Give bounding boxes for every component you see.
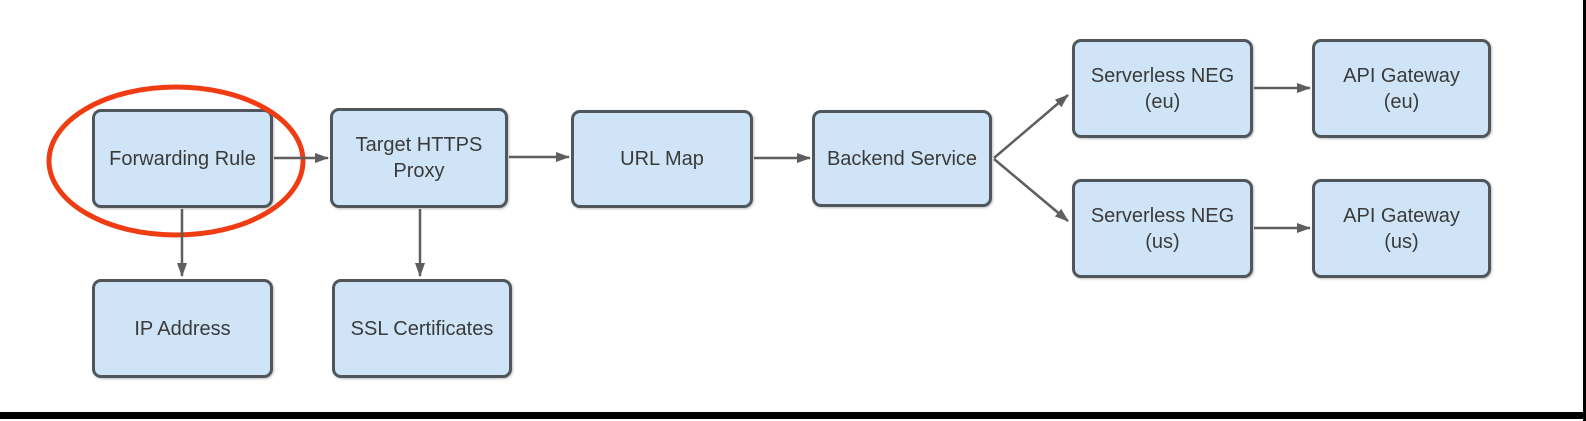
node-serverless-neg-eu: Serverless NEG (eu) [1072,39,1253,138]
node-ip-address: IP Address [92,279,273,378]
edge-backend-service-to-serverless-neg-us [993,158,1069,222]
node-target-https-proxy: Target HTTPS Proxy [330,108,508,208]
window-bottom-border [0,412,1586,419]
node-api-gateway-us-label: API Gateway (us) [1343,204,1460,253]
node-serverless-neg-us-label: Serverless NEG (us) [1090,204,1235,253]
node-serverless-neg-eu-label: Serverless NEG (eu) [1090,64,1235,113]
node-serverless-neg-us: Serverless NEG (us) [1072,179,1253,278]
node-ip-address-label: IP Address [134,317,231,340]
window-right-border [1583,0,1586,421]
node-ssl-certificates-label: SSL Certificates [350,317,494,340]
node-target-https-proxy-label: Target HTTPS Proxy [355,134,483,182]
edge-backend-service-to-serverless-neg-eu [993,94,1069,159]
node-api-gateway-eu: API Gateway (eu) [1312,39,1491,138]
node-api-gateway-us: API Gateway (us) [1312,179,1491,278]
node-api-gateway-eu-label: API Gateway (eu) [1343,64,1460,113]
node-backend-service: Backend Service [812,110,992,207]
node-forwarding-rule: Forwarding Rule [92,109,273,208]
node-url-map: URL Map [571,110,753,208]
node-forwarding-rule-label: Forwarding Rule [109,147,256,170]
node-ssl-certificates: SSL Certificates [332,279,512,378]
node-backend-service-label: Backend Service [826,147,978,170]
node-url-map-label: URL Map [620,148,704,170]
